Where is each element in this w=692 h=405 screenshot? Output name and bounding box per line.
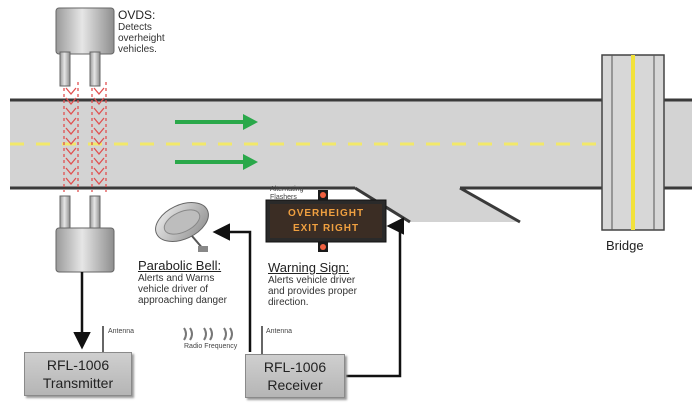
detection-beam-left [63,82,79,192]
flasher-label: Alternating Flashers [270,186,303,202]
ovds-desc-line: Detects [118,22,152,33]
warning-sign-line: EXIT RIGHT [292,223,360,234]
antenna-right-label: Antenna [266,328,293,335]
radio-waves [183,327,233,341]
warning-sign [265,190,387,252]
warning-sign-title: Warning Sign: [268,260,350,275]
ovds-desc-line: vehicles. [118,44,157,55]
warning-sign-desc-line: direction. [268,297,309,308]
exit-ramp [354,186,521,224]
ovds-bottom-unit [55,195,115,273]
receiver-line2: Receiver [267,377,323,393]
road [10,98,692,190]
receiver-to-sign-arrow [346,217,404,378]
traffic-arrow-lower [175,154,258,170]
flasher-label-line: Flashers [270,194,297,201]
parabolic-bell-desc-line: approaching danger [138,295,227,306]
ovds-title: OVDS: [118,8,156,22]
receiver-line1: RFL-1006 [263,359,327,375]
ovds-top-unit [55,7,115,87]
parabolic-bell-desc-line: vehicle driver of [138,284,209,295]
antenna-left-label: Antenna [108,328,135,335]
parabolic-bell-icon [155,202,209,252]
warning-sign-text: OVERHEIGHT EXIT RIGHT [270,206,382,236]
radio-frequency-label: Radio Frequency [184,343,238,350]
flasher-label-line: Alternating [270,186,304,193]
ovds-label: OVDS: Detects overheight vehicles. [118,8,165,55]
parabolic-bell-label: Parabolic Bell: Alerts and Warns vehicle… [138,258,227,306]
warning-sign-label: Warning Sign: Alerts vehicle driver and … [268,260,357,308]
transmitter-box: RFL-1006 Transmitter [24,352,132,396]
warning-sign-desc-line: and provides proper [268,286,357,297]
receiver-to-bell-arrow [212,223,252,352]
ovds-desc-line: overheight [118,33,165,44]
warning-sign-line: OVERHEIGHT [287,208,365,219]
detection-beam-right [91,82,107,192]
bridge [601,54,665,231]
receiver-box: RFL-1006 Receiver [245,354,345,398]
transmitter-line2: Transmitter [42,375,114,391]
bridge-label: Bridge [606,238,644,253]
transmitter-line1: RFL-1006 [46,357,110,373]
traffic-arrow-upper [175,114,258,130]
parabolic-bell-title: Parabolic Bell: [138,258,222,273]
parabolic-bell-desc-line: Alerts and Warns [138,273,215,284]
warning-sign-desc-line: Alerts vehicle driver [268,275,356,286]
